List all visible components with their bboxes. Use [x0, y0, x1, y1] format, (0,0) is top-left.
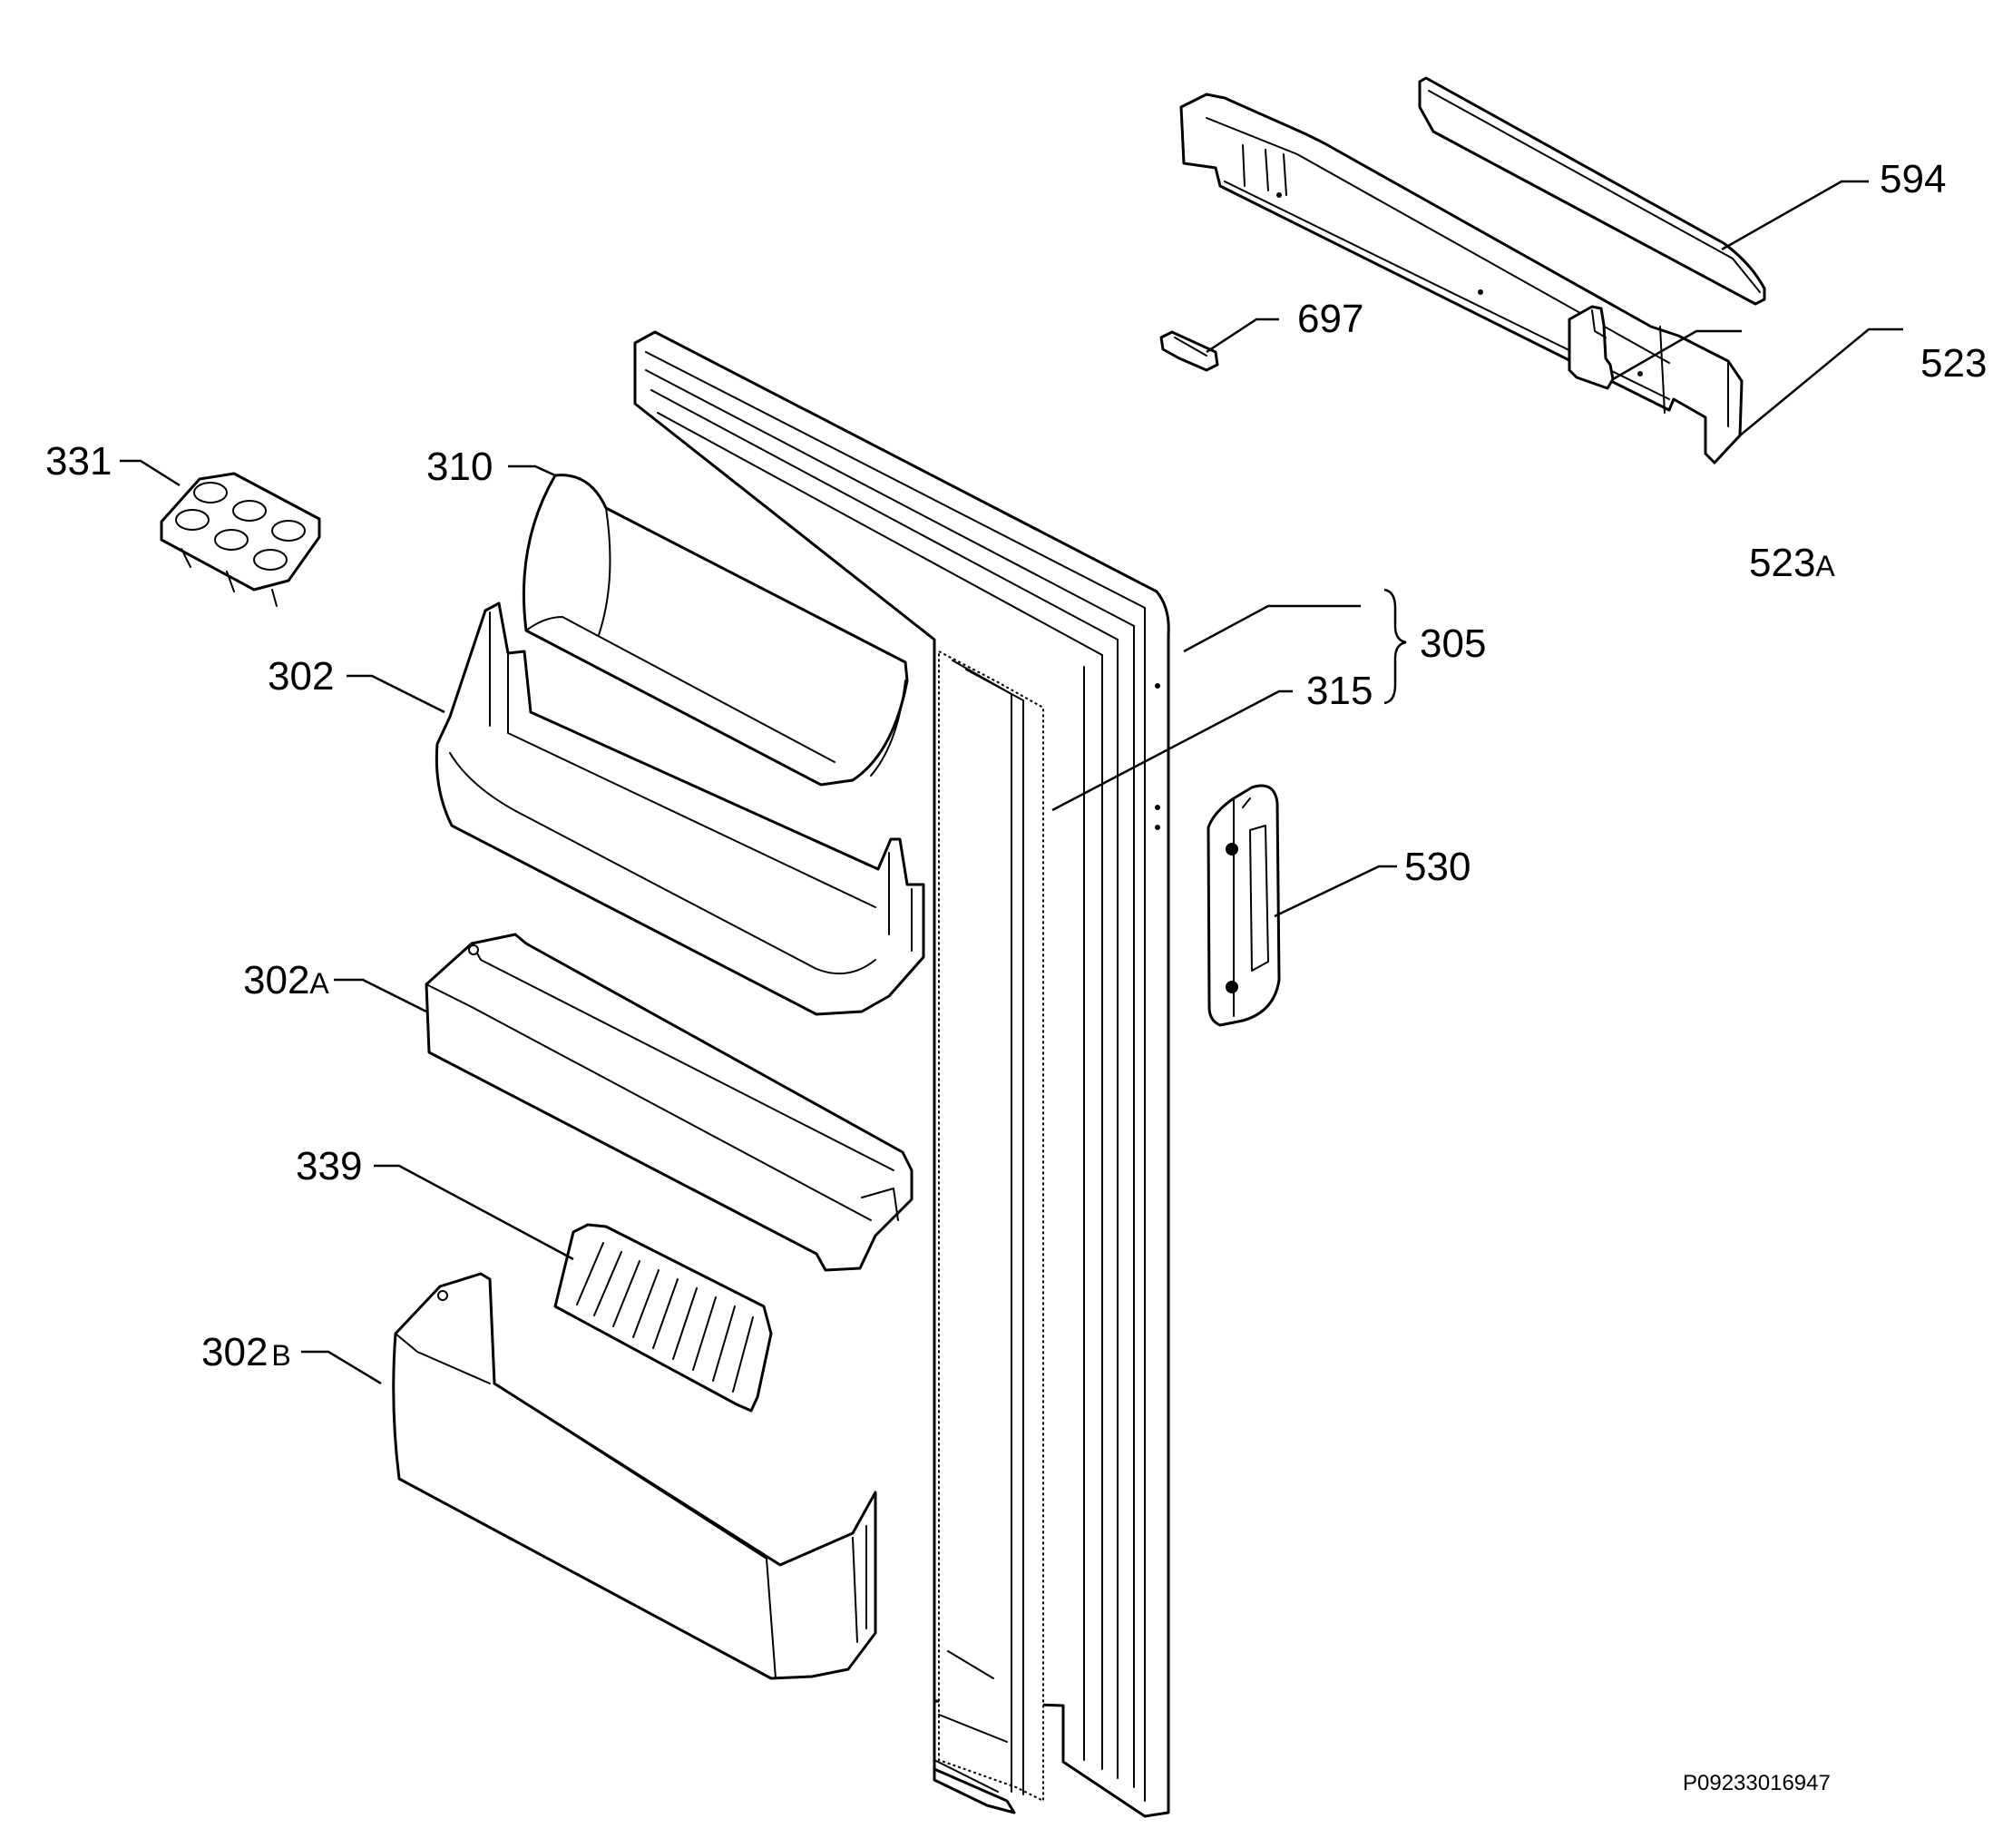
hinge-clip	[1159, 330, 1219, 372]
dairy-lid	[522, 474, 909, 787]
callout-523a-suffix: A	[1815, 550, 1835, 582]
door-bin-middle	[425, 933, 914, 1272]
cover-end-cap	[1568, 305, 1615, 390]
drawing-code: P09233016947	[1683, 1771, 1831, 1795]
cover-trim-strip	[1418, 76, 1766, 306]
callout-315: 315	[1306, 669, 1373, 713]
door-handle	[1207, 784, 1281, 1027]
callout-331: 331	[45, 439, 112, 484]
callout-339: 339	[296, 1144, 362, 1188]
door-top-cover	[1179, 93, 1744, 464]
callout-302a-suffix: A	[309, 967, 329, 1000]
leader-lines	[120, 180, 1903, 1385]
callout-523: 523	[1920, 341, 1987, 386]
callout-523a-number: 523	[1749, 541, 1815, 585]
bottle-retainer	[553, 1223, 773, 1413]
callout-302a-number: 302	[243, 958, 309, 1002]
callout-697: 697	[1297, 297, 1363, 341]
callout-523a: 523A	[1749, 541, 1835, 585]
callout-530: 530	[1404, 845, 1470, 889]
callout-302: 302	[268, 654, 334, 699]
callout-305: 305	[1420, 621, 1486, 666]
door-gasket	[938, 650, 1044, 1803]
callout-310: 310	[426, 445, 493, 489]
callout-302b-suffix: B	[271, 1339, 290, 1372]
callout-594: 594	[1880, 157, 1946, 201]
egg-tray	[160, 472, 321, 607]
group-brace	[1383, 588, 1407, 705]
door-bin-upper	[435, 601, 925, 1016]
callout-302a: 302A	[243, 958, 329, 1002]
callout-302b-number: 302	[201, 1330, 268, 1374]
door-bin-lower	[392, 1272, 877, 1680]
